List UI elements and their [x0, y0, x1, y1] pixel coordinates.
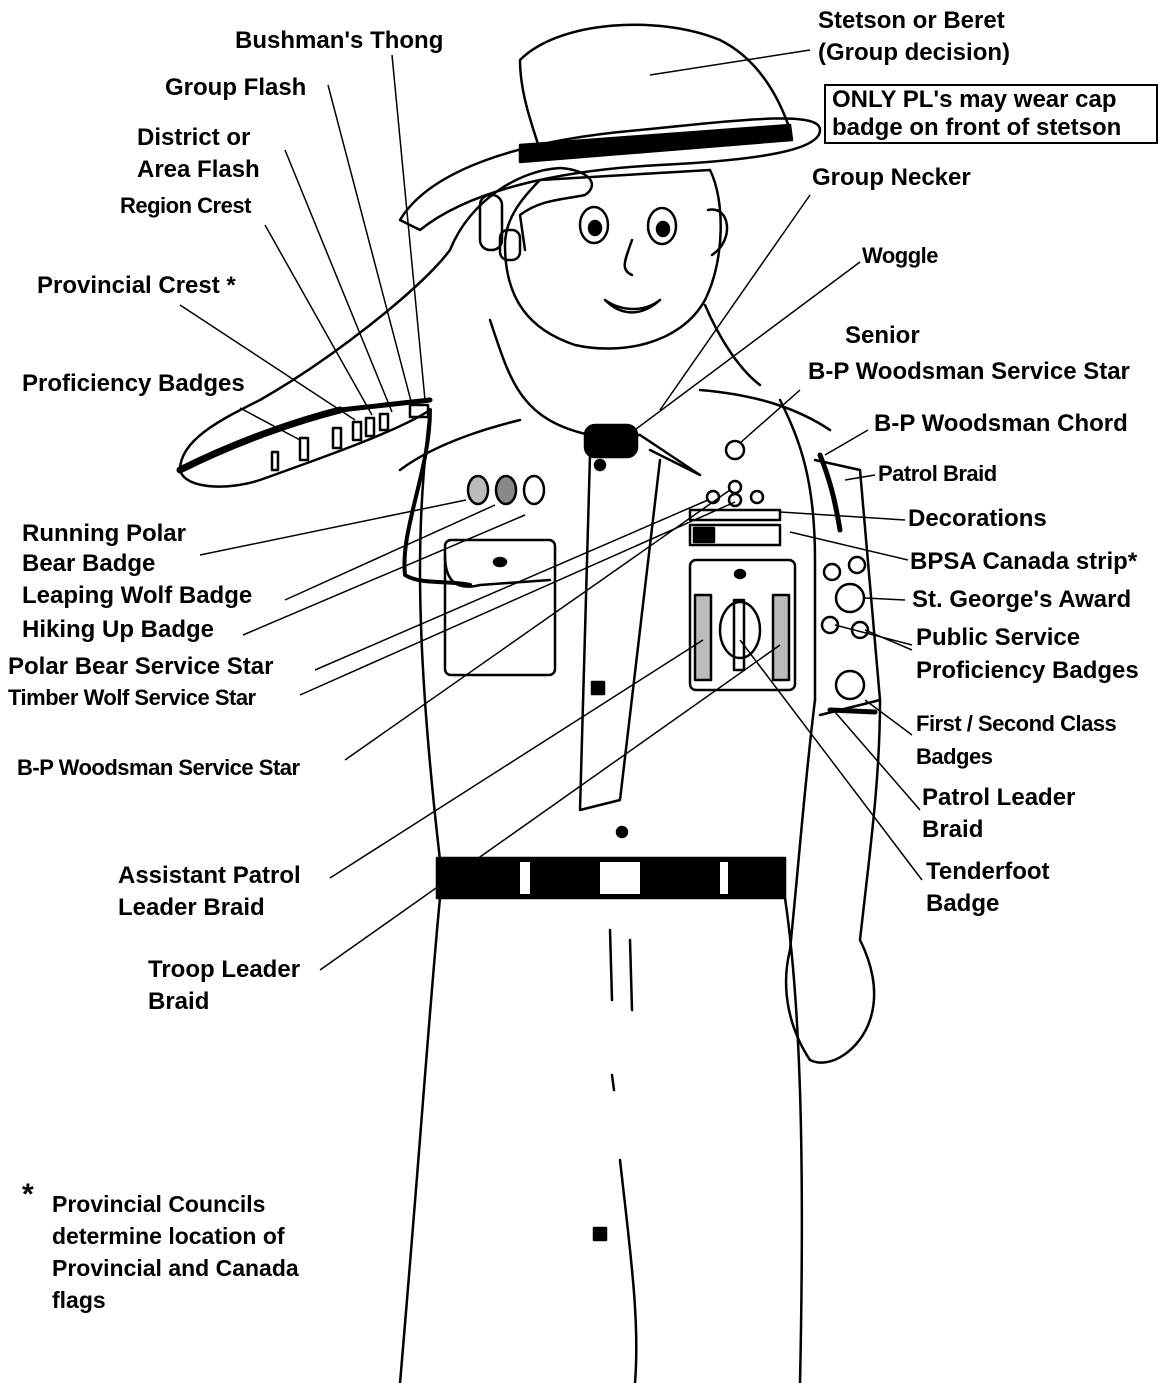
label-patrol-braid: Patrol Braid: [878, 458, 997, 490]
group-necker: [490, 305, 760, 810]
label-running-polar-1: Running Polar: [22, 518, 186, 550]
label-district-1: District or: [137, 122, 250, 154]
label-provincial-crest: Provincial Crest *: [37, 270, 236, 302]
head: [505, 170, 727, 349]
label-senior-1: Senior: [845, 320, 920, 352]
bushmans-thong: [404, 410, 470, 585]
footnote-text: Provincial Councils determine location o…: [52, 1188, 299, 1316]
label-bushmans-thong: Bushman's Thong: [235, 25, 443, 57]
label-patrol-leader-2: Braid: [922, 814, 983, 846]
footnote-line-1: Provincial Councils: [52, 1188, 299, 1220]
footnote-line-4: flags: [52, 1284, 299, 1316]
label-first-second-1: First / Second Class: [916, 708, 1116, 740]
label-tenderfoot-2: Badge: [926, 888, 999, 920]
leader-lines: [180, 50, 922, 970]
label-apl-1: Assistant Patrol: [118, 860, 301, 892]
pl-cap-note-line-1: ONLY PL's may wear cap: [832, 86, 1150, 114]
label-troop-leader-2: Braid: [148, 986, 209, 1018]
stetson-hat: [400, 25, 820, 230]
label-woggle: Woggle: [862, 240, 938, 272]
belt: [437, 858, 785, 898]
label-patrol-leader-1: Patrol Leader: [922, 782, 1075, 814]
hanging-arm: [786, 700, 880, 1063]
label-tenderfoot-1: Tenderfoot: [926, 856, 1050, 888]
label-st-george: St. George's Award: [912, 584, 1131, 616]
label-timber-wolf-star: Timber Wolf Service Star: [8, 682, 256, 714]
right-sleeve: [815, 455, 880, 715]
label-public-service-1: Public Service: [916, 622, 1080, 654]
label-polar-bear-star: Polar Bear Service Star: [8, 651, 274, 683]
trousers: [400, 898, 802, 1383]
label-group-flash: Group Flash: [165, 72, 306, 104]
label-first-second-2: Badges: [916, 741, 992, 773]
label-stetson: Stetson or Beret: [818, 5, 1005, 37]
label-apl-2: Leader Braid: [118, 892, 265, 924]
footnote-line-2: determine location of: [52, 1220, 299, 1252]
label-woodsman-chord: B-P Woodsman Chord: [874, 408, 1128, 440]
label-bp-woodsman-star: B-P Woodsman Service Star: [17, 752, 300, 784]
footnote-asterisk: *: [22, 1178, 34, 1212]
label-troop-leader-1: Troop Leader: [148, 954, 300, 986]
label-senior-2: B-P Woodsman Service Star: [808, 356, 1130, 388]
label-running-polar-2: Bear Badge: [22, 548, 155, 580]
label-leaping-wolf: Leaping Wolf Badge: [22, 580, 252, 612]
label-group-necker: Group Necker: [812, 162, 971, 194]
label-proficiency-badges: Proficiency Badges: [22, 368, 245, 400]
label-bpsa-strip: BPSA Canada strip*: [910, 546, 1137, 578]
pl-cap-note-line-2: badge on front of stetson: [832, 114, 1150, 142]
label-decorations: Decorations: [908, 503, 1047, 535]
footnote-line-3: Provincial and Canada: [52, 1252, 299, 1284]
label-group-decision: (Group decision): [818, 37, 1010, 69]
label-hiking-up: Hiking Up Badge: [22, 614, 214, 646]
label-region-crest: Region Crest: [120, 190, 251, 222]
label-public-service-2: Proficiency Badges: [916, 655, 1139, 687]
label-district-2: Area Flash: [137, 154, 260, 186]
shirt: [400, 390, 830, 860]
pl-cap-badge-note: ONLY PL's may wear cap badge on front of…: [824, 84, 1158, 144]
